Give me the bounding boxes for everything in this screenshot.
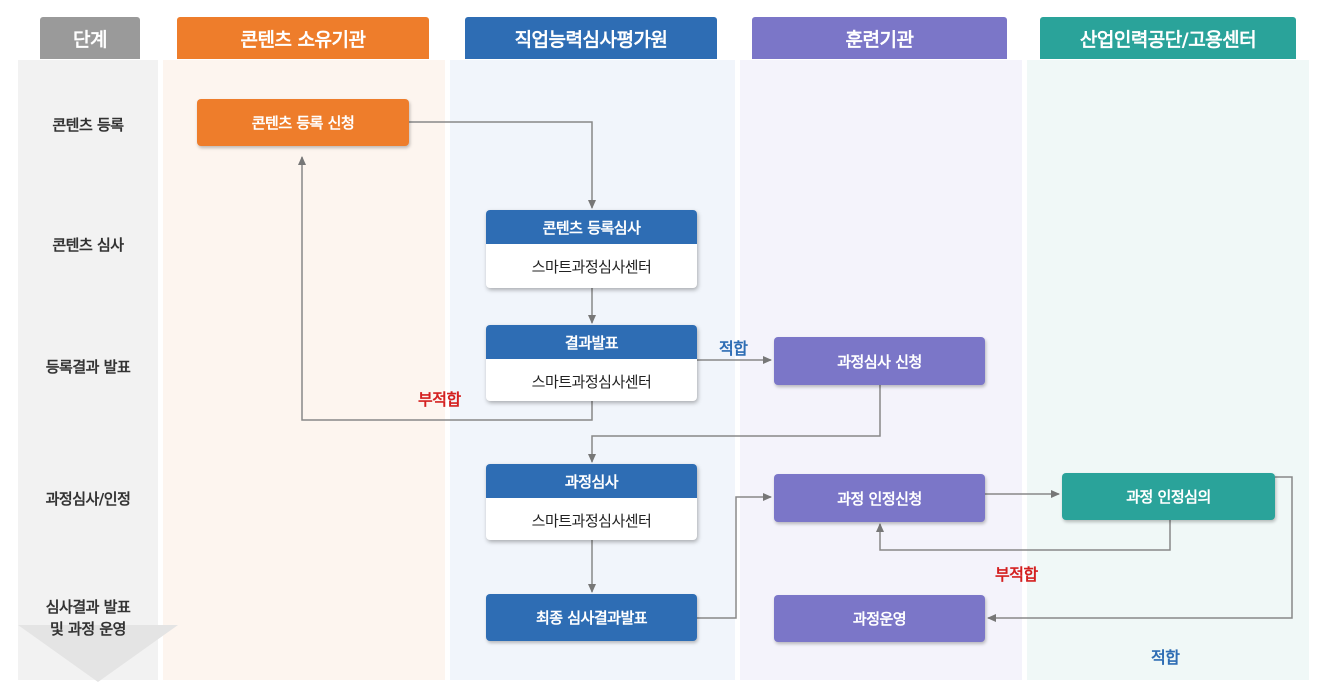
course-approval-apply-box: 과정 인정신청 bbox=[774, 474, 985, 522]
header-stage: 단계 bbox=[40, 17, 140, 59]
stage-content-register: 콘텐츠 등록 bbox=[52, 116, 124, 134]
arrow-unfit-back-to-approval-apply bbox=[876, 520, 1171, 551]
course-review-card: 과정심사 스마트과정심사센터 bbox=[486, 464, 697, 540]
stage-course-operation: 및 과정 운영 bbox=[50, 620, 126, 638]
course-review-title: 과정심사 bbox=[486, 464, 697, 498]
content-register-apply-box: 콘텐츠 등록 신청 bbox=[197, 99, 409, 146]
unfit-label-2: 부적합 bbox=[995, 565, 1038, 584]
final-result-box: 최종 심사결과발표 bbox=[486, 594, 697, 641]
fit-label-2: 적합 bbox=[1151, 648, 1180, 667]
header-training-institution: 훈련기관 bbox=[752, 17, 1007, 59]
unfit-label-1: 부적합 bbox=[418, 390, 461, 409]
result-announce-title: 결과발표 bbox=[486, 325, 697, 359]
arrow-final-to-approval-apply bbox=[697, 493, 772, 619]
course-approval-deliberation-box: 과정 인정심의 bbox=[1062, 473, 1275, 520]
content-review-title: 콘텐츠 등록심사 bbox=[486, 210, 697, 244]
arrow-apply-to-course-review bbox=[588, 385, 881, 463]
stage-final-result: 심사결과 발표 bbox=[45, 598, 131, 616]
content-review-card: 콘텐츠 등록심사 스마트과정심사센터 bbox=[486, 210, 697, 288]
header-evaluator: 직업능력심사평가원 bbox=[465, 17, 717, 59]
course-operation-box: 과정운영 bbox=[774, 595, 985, 642]
course-review-apply-box: 과정심사 신청 bbox=[774, 337, 985, 385]
stage-column-bg bbox=[18, 60, 158, 680]
arrow-fit-to-operation bbox=[987, 476, 1293, 622]
arrow-register-to-review bbox=[409, 121, 596, 209]
result-announce-card: 결과발표 스마트과정심사센터 bbox=[486, 325, 697, 401]
content-review-subtitle: 스마트과정심사센터 bbox=[531, 257, 652, 276]
fit-label-1: 적합 bbox=[719, 339, 748, 358]
result-announce-subtitle: 스마트과정심사센터 bbox=[531, 372, 652, 391]
stage-course-review: 과정심사/인정 bbox=[45, 490, 131, 508]
header-agency: 산업인력공단/고용센터 bbox=[1040, 17, 1296, 59]
stage-content-review: 콘텐츠 심사 bbox=[52, 236, 124, 254]
stage-result-announce: 등록결과 발표 bbox=[45, 358, 131, 376]
header-content-owner: 콘텐츠 소유기관 bbox=[177, 17, 429, 59]
agency-lane-bg bbox=[1027, 60, 1309, 680]
arrow-unfit-back-to-register bbox=[298, 156, 593, 421]
course-review-subtitle: 스마트과정심사센터 bbox=[531, 511, 652, 530]
